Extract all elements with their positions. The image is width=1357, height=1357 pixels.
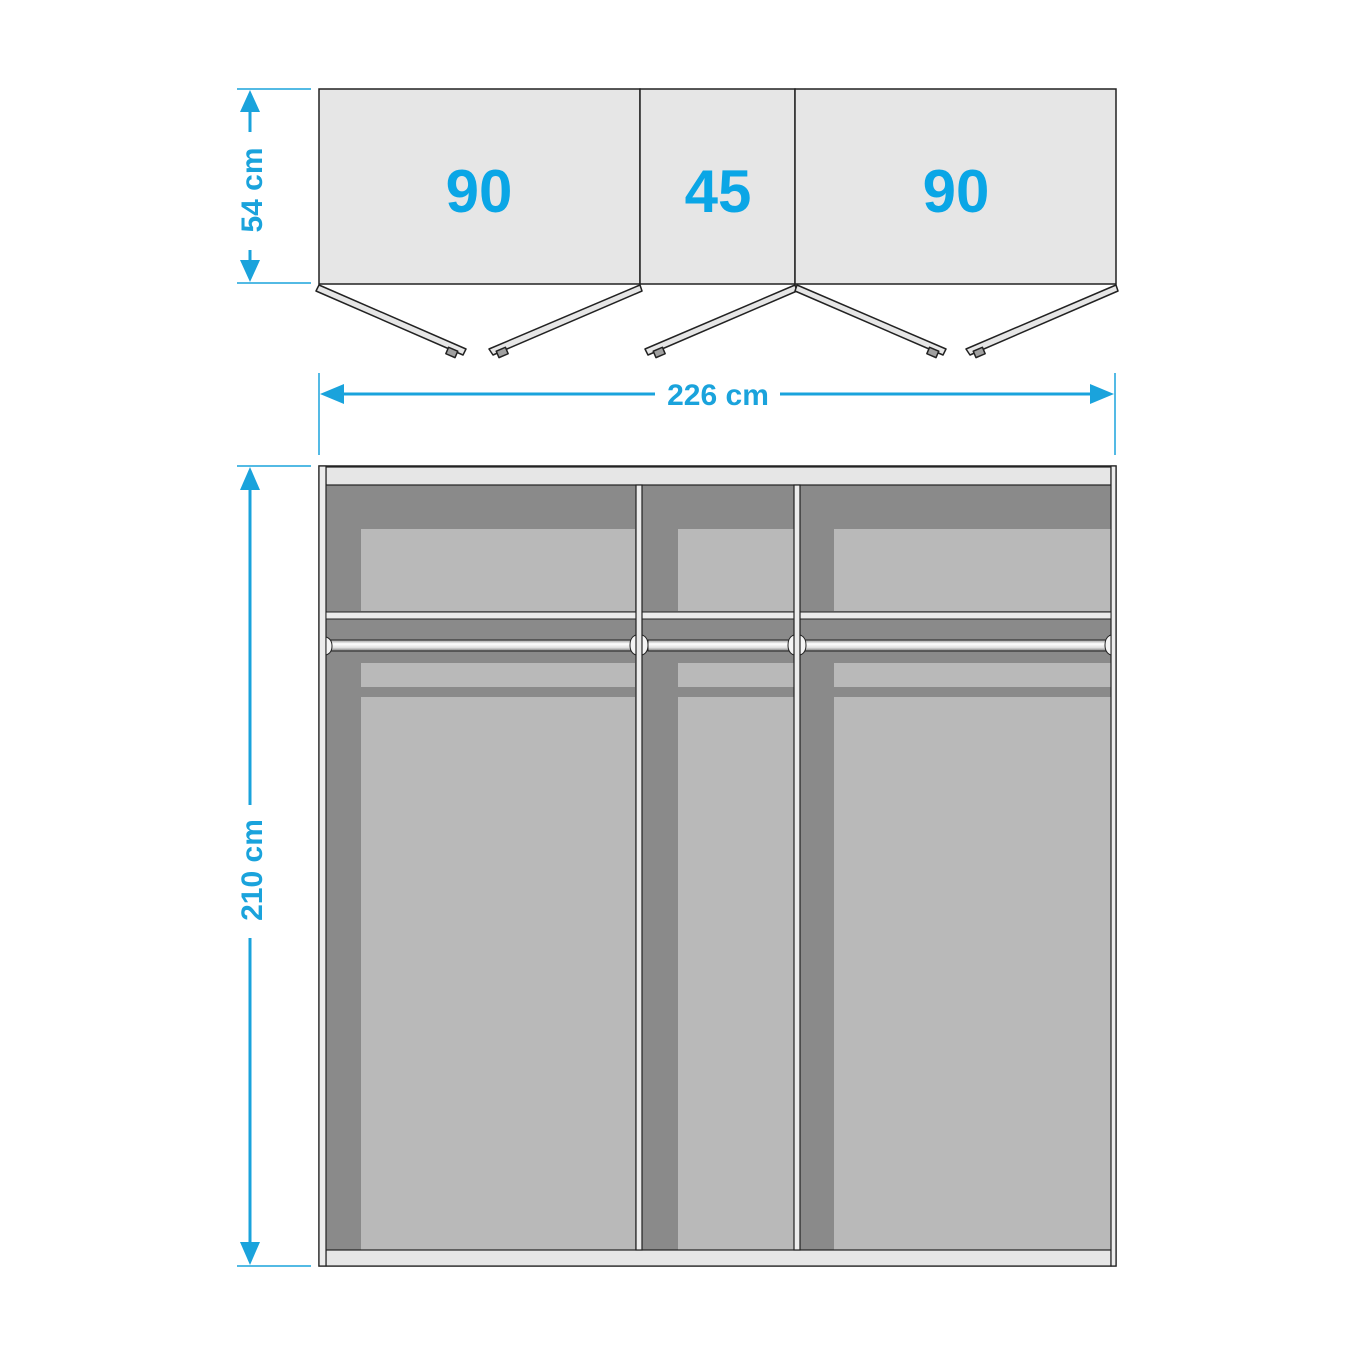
height-label: 210 cm [236,819,269,921]
right-side-panel [1110,465,1117,1267]
section-1-width-label: 90 [446,158,513,225]
bottom-panel [325,1249,1112,1267]
section-2-width-label: 45 [685,158,752,225]
door-3 [644,284,798,359]
door-handle-icon [652,346,666,359]
door-4 [794,284,947,359]
lower-back-panel [361,697,635,1250]
door-1 [315,284,467,359]
lower-back-strip [678,663,794,687]
arrow-down-icon [240,260,260,282]
lower-back-panel [834,697,1111,1250]
arrow-right-icon [1090,384,1114,404]
door-handle-icon [495,346,509,359]
hanging-rod-3 [803,639,1108,652]
compartment-3 [834,529,1111,1250]
rod-bracket [787,634,795,656]
front-view [318,465,1117,1267]
left-side-panel [318,465,327,1267]
lower-back-panel [678,697,794,1250]
hanging-rods [325,634,1112,656]
arrow-up-icon [240,90,260,112]
door-handle-icon [445,346,459,359]
hanging-rod-2 [647,639,792,652]
rod-bracket [799,634,807,656]
shelf-2 [641,611,796,620]
door-handle-icon [926,346,940,359]
shelf-3 [799,611,1112,620]
top-panel [325,466,1112,486]
depth-dimension: 54 cm [236,88,311,284]
top-view: 54 cm 90 45 90 [236,88,1119,359]
door-handle-icon [972,346,986,359]
door-2 [488,284,643,359]
width-dimension: 226 cm [318,373,1116,455]
lower-back-strip [361,663,635,687]
depth-label: 54 cm [236,147,269,232]
lower-back-strip [834,663,1111,687]
arrow-left-icon [320,384,344,404]
plan-section-1 [318,88,641,285]
compartment-2 [678,529,794,1250]
shelf-1 [325,611,637,620]
rod-bracket [325,636,333,656]
door-5 [965,284,1119,359]
section-3-width-label: 90 [923,158,990,225]
hanging-rod-1 [329,639,633,652]
upper-back-panel [834,529,1111,611]
plan-sections: 90 45 90 [318,88,1117,285]
upper-back-panel [361,529,635,611]
rod-bracket [1104,634,1112,656]
plan-section-3 [794,88,1117,285]
divider-2 [793,484,801,1251]
width-label: 226 cm [667,379,769,412]
shelves [325,611,1112,620]
divider-1 [635,484,643,1251]
plan-section-2 [639,88,796,285]
rod-bracket [629,634,637,656]
upper-back-panel [678,529,794,611]
arrow-down-icon [240,1242,260,1265]
compartment-1 [361,529,635,1250]
height-dimension: 210 cm [236,465,311,1267]
open-doors [315,284,1119,359]
arrow-up-icon [240,467,260,490]
rod-bracket [641,634,649,656]
